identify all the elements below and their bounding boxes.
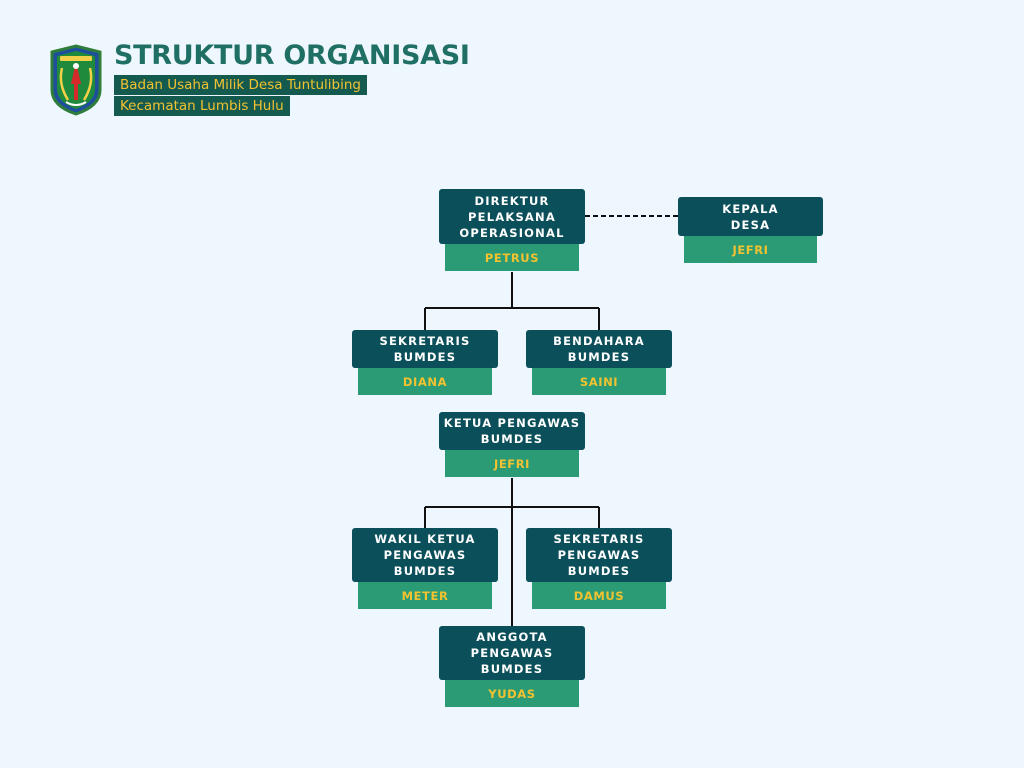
role-sekretaris-pengawas: SEKRETARIS PENGAWAS BUMDES — [526, 528, 672, 582]
role-bendahara: BENDAHARA BUMDES — [526, 330, 672, 368]
name-sekretaris-pengawas: DAMUS — [532, 582, 666, 609]
name-sekretaris: DIANA — [358, 368, 492, 395]
name-ketua-pengawas: JEFRI — [445, 450, 579, 477]
node-ketua-pengawas: KETUA PENGAWAS BUMDES JEFRI — [439, 412, 585, 478]
name-kepala-desa: JEFRI — [684, 236, 817, 263]
name-bendahara: SAINI — [532, 368, 666, 395]
regional-emblem-icon — [50, 44, 102, 116]
subtitle-organization: Badan Usaha Milik Desa Tuntulibing — [114, 75, 367, 95]
node-bendahara: BENDAHARA BUMDES SAINI — [526, 330, 672, 396]
role-ketua-pengawas: KETUA PENGAWAS BUMDES — [439, 412, 585, 450]
role-wakil-ketua-pengawas: WAKIL KETUA PENGAWAS BUMDES — [352, 528, 498, 582]
name-wakil-ketua-pengawas: METER — [358, 582, 492, 609]
subtitle-district: Kecamatan Lumbis Hulu — [114, 96, 290, 116]
page-title: STRUKTUR ORGANISASI — [114, 40, 470, 71]
node-sekretaris-pengawas: SEKRETARIS PENGAWAS BUMDES DAMUS — [526, 528, 672, 610]
role-anggota-pengawas: ANGGOTA PENGAWAS BUMDES — [439, 626, 585, 680]
role-kepala-desa: KEPALA DESA — [678, 197, 823, 236]
name-direktur: PETRUS — [445, 244, 579, 271]
node-wakil-ketua-pengawas: WAKIL KETUA PENGAWAS BUMDES METER — [352, 528, 498, 610]
node-direktur: DIREKTUR PELAKSANA OPERASIONAL PETRUS — [439, 189, 585, 272]
node-sekretaris: SEKRETARIS BUMDES DIANA — [352, 330, 498, 396]
node-anggota-pengawas: ANGGOTA PENGAWAS BUMDES YUDAS — [439, 626, 585, 708]
role-sekretaris: SEKRETARIS BUMDES — [352, 330, 498, 368]
name-anggota-pengawas: YUDAS — [445, 680, 579, 707]
role-direktur: DIREKTUR PELAKSANA OPERASIONAL — [439, 189, 585, 244]
node-kepala-desa: KEPALA DESA JEFRI — [678, 197, 823, 264]
